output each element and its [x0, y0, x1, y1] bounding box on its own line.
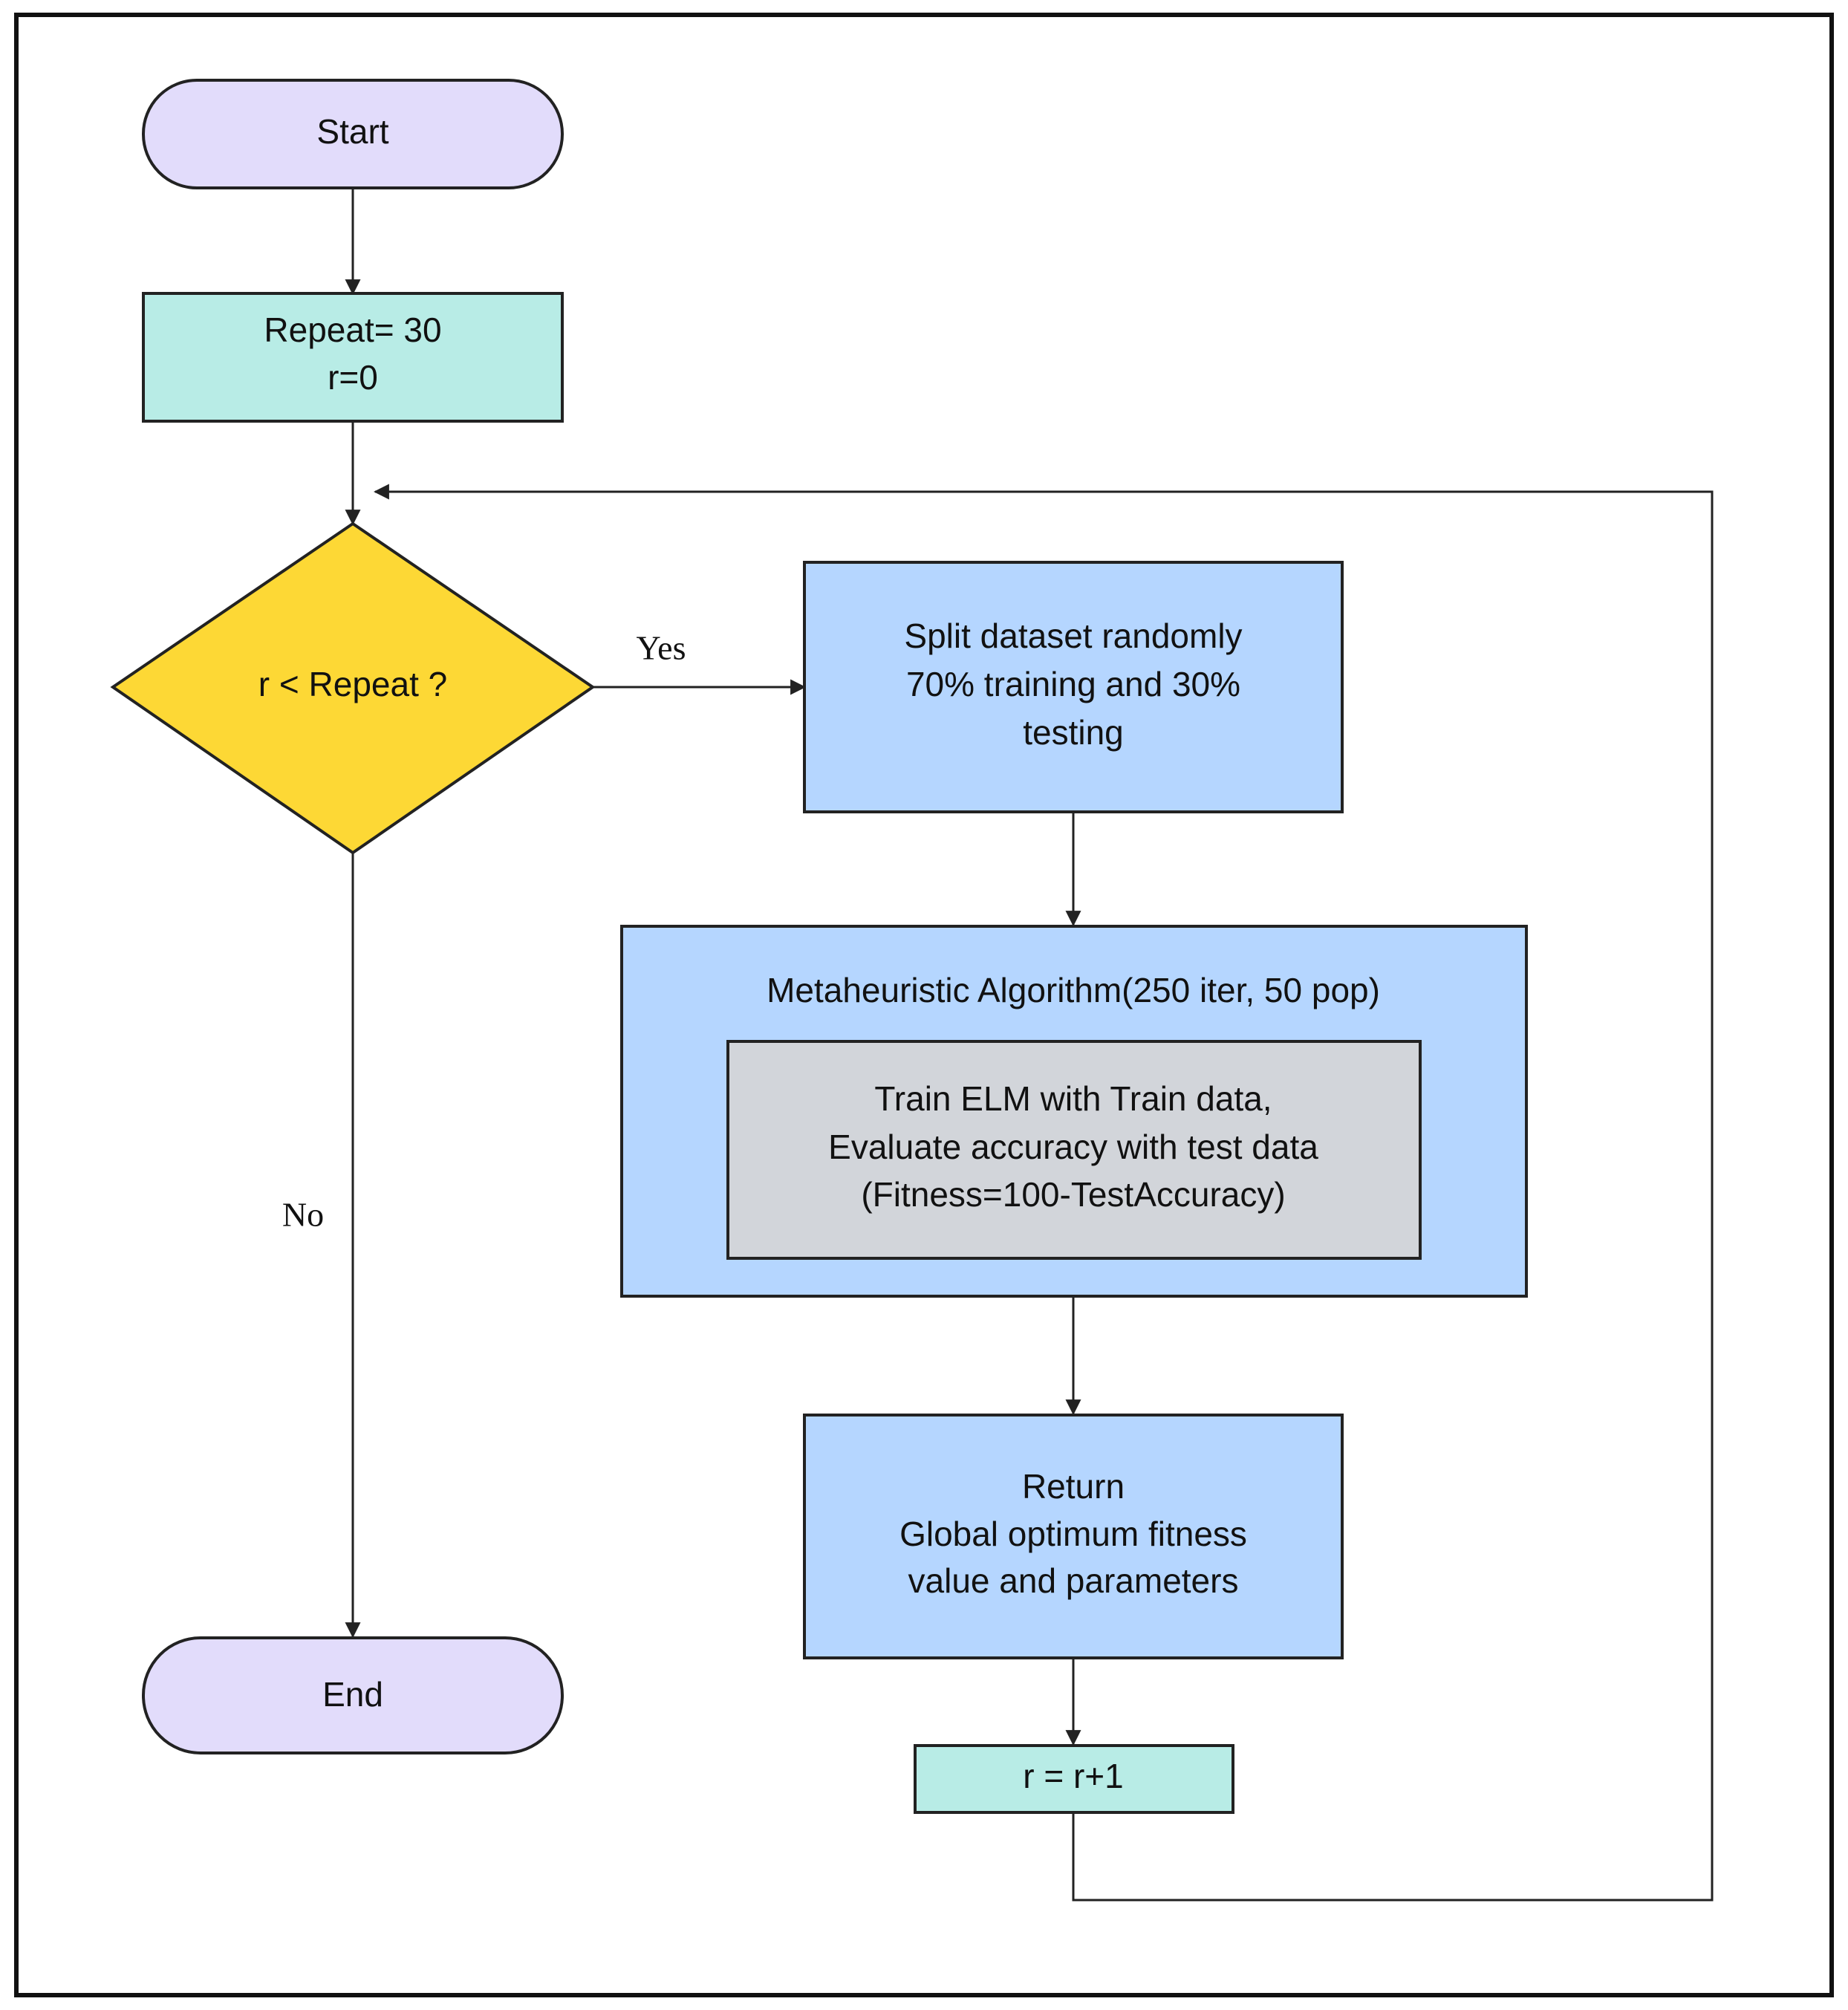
- end-node: End: [142, 1636, 564, 1754]
- start-node: Start: [142, 79, 564, 189]
- train-line-2: Evaluate accuracy with test data: [828, 1128, 1318, 1166]
- increment-label: r = r+1: [1023, 1757, 1124, 1795]
- init-line-1: Repeat= 30: [264, 310, 441, 349]
- train-shape: [726, 1040, 1422, 1260]
- end-shape: [142, 1636, 564, 1754]
- init-node: Repeat= 30 r=0: [142, 292, 564, 423]
- decision-node: r < Repeat ?: [110, 521, 596, 855]
- no-label: No: [282, 1196, 324, 1234]
- return-line-1: Return: [1022, 1467, 1125, 1506]
- split-line-1: Split dataset randomly: [904, 617, 1242, 655]
- yes-label: Yes: [637, 629, 686, 667]
- decision-shape: [110, 521, 596, 855]
- metaheuristic-node: Metaheuristic Algorithm(250 iter, 50 pop…: [620, 925, 1528, 1298]
- start-label: Start: [316, 112, 388, 151]
- increment-shape: [914, 1744, 1234, 1814]
- edge-loop-back: [373, 484, 1714, 1902]
- split-line-2: 70% training and 30%: [906, 665, 1240, 703]
- init-line-2: r=0: [328, 358, 378, 397]
- return-line-2: Global optimum fitness: [899, 1515, 1247, 1553]
- train-line-3: (Fitness=100-TestAccuracy): [861, 1175, 1285, 1214]
- increment-node: r = r+1: [914, 1744, 1234, 1814]
- return-line-3: value and parameters: [908, 1561, 1239, 1600]
- decision-label: r < Repeat ?: [258, 665, 447, 703]
- return-node: Return Global optimum fitness value and …: [803, 1414, 1344, 1659]
- metaheuristic-label: Metaheuristic Algorithm(250 iter, 50 pop…: [767, 971, 1380, 1009]
- init-shape: [142, 292, 564, 423]
- split-node: Split dataset randomly 70% training and …: [803, 561, 1344, 813]
- end-label: End: [322, 1675, 383, 1714]
- return-shape: [803, 1414, 1344, 1659]
- train-node: Train ELM with Train data, Evaluate accu…: [726, 1040, 1422, 1260]
- train-line-1: Train ELM with Train data,: [874, 1079, 1272, 1118]
- connectors: [345, 189, 1714, 1902]
- start-shape: [142, 79, 564, 189]
- split-shape: [803, 561, 1344, 813]
- split-line-3: testing: [1023, 713, 1124, 752]
